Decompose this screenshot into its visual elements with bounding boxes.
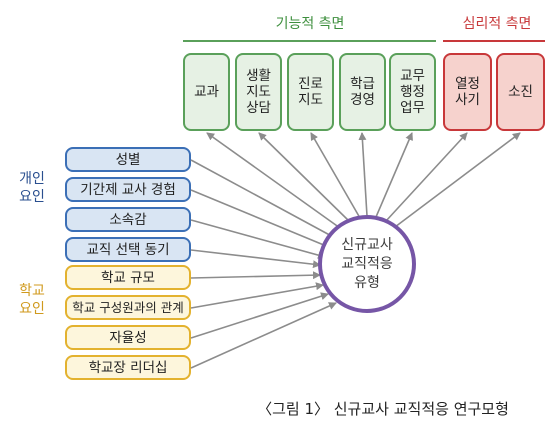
school-box-size: 학교 규모 [65,265,191,290]
functional-box-subject: 교과 [183,53,230,131]
individual-box-belonging: 소속감 [65,207,191,232]
arrow-motivation [190,249,321,269]
individual-box-motivation: 교직 선택 동기 [65,237,191,262]
psych-header-bar [443,40,545,42]
school-box-relationships: 학교 구성원과의 관계 [65,295,191,320]
individual-factors-label: 개인 요인 [19,171,45,205]
arrow-contract [190,189,332,250]
arrow-relationships [190,282,324,309]
arrow-to-burnout [394,132,521,228]
psych-box-burnout: 소진 [496,53,545,131]
arrow-to-life-guidance [258,132,351,223]
functional-header-bar [183,40,436,42]
figure-caption: 〈그림 1〉 신규교사 교직적응 연구모형 [257,400,509,418]
arrow-gender [190,159,338,240]
functional-box-life-guidance: 생활 지도 상담 [235,53,282,131]
school-box-leadership: 학교장 리더십 [65,355,191,380]
arrow-belonging [190,219,326,259]
arrow-leadership [190,302,337,369]
psychological-aspect-header: 심리적 측면 [462,16,532,32]
arrow-to-career [310,132,361,219]
school-box-autonomy: 자율성 [65,325,191,350]
functional-box-admin-work: 교무 행정 업무 [389,53,436,131]
functional-box-career-guidance: 진로 지도 [287,53,334,131]
individual-box-contract-experience: 기간제 교사 경험 [65,177,191,202]
center-adaptation-type-circle: 신규교사 교직적응 유형 [318,215,416,313]
arrow-autonomy [190,292,329,339]
functional-aspect-header: 기능적 측면 [275,16,345,32]
school-factors-label: 학교 요인 [19,283,45,317]
functional-box-class-management: 학급 경영 [339,53,386,131]
arrow-size [190,271,321,280]
arrow-to-passion [385,132,468,222]
psych-box-passion-morale: 열정 사기 [443,53,492,131]
arrow-to-class [358,132,368,217]
individual-box-gender: 성별 [65,147,191,172]
arrow-to-subject [206,132,341,229]
arrow-to-admin [375,132,413,218]
